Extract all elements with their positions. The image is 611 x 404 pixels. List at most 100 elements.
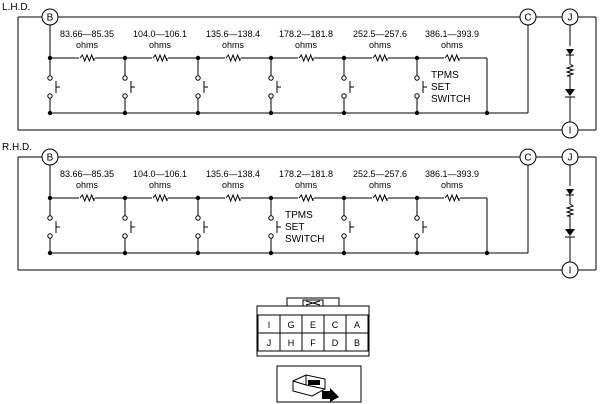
resistor-symbol <box>565 203 575 217</box>
resistor-symbol <box>79 53 95 63</box>
resistor-mask <box>79 196 95 200</box>
resistor-value: 104.0—106.1 <box>133 169 187 179</box>
resistor-value: 386.1—393.9 <box>425 169 479 179</box>
pin-label: J <box>267 338 272 348</box>
connector-lock-tab <box>286 297 340 306</box>
resistor-symbol <box>372 53 388 63</box>
switch <box>47 215 60 239</box>
resistor-unit: ohms <box>441 40 464 50</box>
resistor-unit: ohms <box>369 180 392 190</box>
resistor-value: 104.0—106.1 <box>133 29 187 39</box>
switch-contact <box>268 93 274 99</box>
switch-contact <box>414 233 420 239</box>
switch <box>47 75 60 99</box>
view-arrow-icon <box>322 388 339 402</box>
switch-contact <box>268 75 274 81</box>
resistor-symbol <box>298 53 314 63</box>
resistor-unit: ohms <box>76 180 99 190</box>
node-c-circle <box>519 148 537 166</box>
pin-label: B <box>354 338 360 348</box>
node-c-circle <box>519 8 537 26</box>
led-symbol <box>565 229 575 236</box>
led-symbol <box>565 89 575 96</box>
switch <box>341 215 354 239</box>
switch-contact <box>195 233 201 239</box>
pin-label: H <box>288 338 295 348</box>
node-j-label: J <box>568 13 573 24</box>
resistor-unit: ohms <box>222 40 245 50</box>
resistor-symbol <box>444 193 460 203</box>
resistor-unit: ohms <box>295 40 318 50</box>
pin-label: I <box>268 320 271 330</box>
switch-contact <box>122 215 128 221</box>
junction-dot <box>484 110 490 116</box>
switch-contact <box>47 233 53 239</box>
resistor-symbol <box>225 53 241 63</box>
node-c-label: C <box>524 13 531 24</box>
resistor-symbol <box>372 193 388 203</box>
resistor-symbol <box>298 193 314 203</box>
resistor-unit: ohms <box>149 40 172 50</box>
switch <box>195 75 208 99</box>
pin-label: C <box>332 320 339 330</box>
switch-contact <box>122 233 128 239</box>
resistor-mask <box>298 56 314 60</box>
section-rhd: R.H.D.83.66—85.35ohms104.0—106.1ohms135.… <box>2 142 597 279</box>
resistor-symbol <box>225 193 241 203</box>
connector-3d-edge <box>292 380 307 386</box>
connector-3d-slot <box>308 380 320 385</box>
junction-dot <box>484 250 490 256</box>
switch <box>414 75 427 99</box>
switch-contact <box>414 215 420 221</box>
pin-label: F <box>310 338 316 348</box>
resistor-symbol <box>79 193 95 203</box>
switch-contact <box>47 93 53 99</box>
resistor-mask <box>225 196 241 200</box>
resistor-symbol <box>152 193 168 203</box>
resistor-mask <box>444 196 460 200</box>
switch-contact <box>341 93 347 99</box>
switch-label-line: SET <box>431 82 450 93</box>
switch-contact <box>414 93 420 99</box>
resistor-unit: ohms <box>149 180 172 190</box>
pin-label: E <box>310 320 316 330</box>
resistor-unit: ohms <box>295 180 318 190</box>
switch <box>268 75 281 99</box>
switch-label-line: TPMS <box>285 210 313 221</box>
section-lhd: L.H.D.83.66—85.35ohms104.0—106.1ohms135.… <box>2 2 597 139</box>
resistor-unit: ohms <box>76 40 99 50</box>
switch-label-line: SET <box>285 222 304 233</box>
switch-contact <box>122 93 128 99</box>
switch-contact <box>268 233 274 239</box>
resistor-mask <box>372 196 388 200</box>
switch-contact <box>341 75 347 81</box>
switch-contact <box>195 75 201 81</box>
resistor-symbol <box>444 53 460 63</box>
switch-contact <box>414 75 420 81</box>
switch <box>268 215 281 239</box>
latch-mark <box>305 300 321 306</box>
node-c-label: C <box>524 153 531 164</box>
resistor-value: 83.66—85.35 <box>60 169 114 179</box>
switch-contact <box>268 215 274 221</box>
node-i-label: I <box>569 126 572 137</box>
resistor-mask <box>444 56 460 60</box>
resistor-mask <box>225 56 241 60</box>
pin-cell <box>345 332 369 352</box>
switch <box>122 75 135 99</box>
switch-label-line: SWITCH <box>431 94 470 105</box>
diode-symbol <box>566 49 574 55</box>
switch <box>341 75 354 99</box>
pin-label: D <box>332 338 339 348</box>
pin-label: A <box>354 320 360 330</box>
